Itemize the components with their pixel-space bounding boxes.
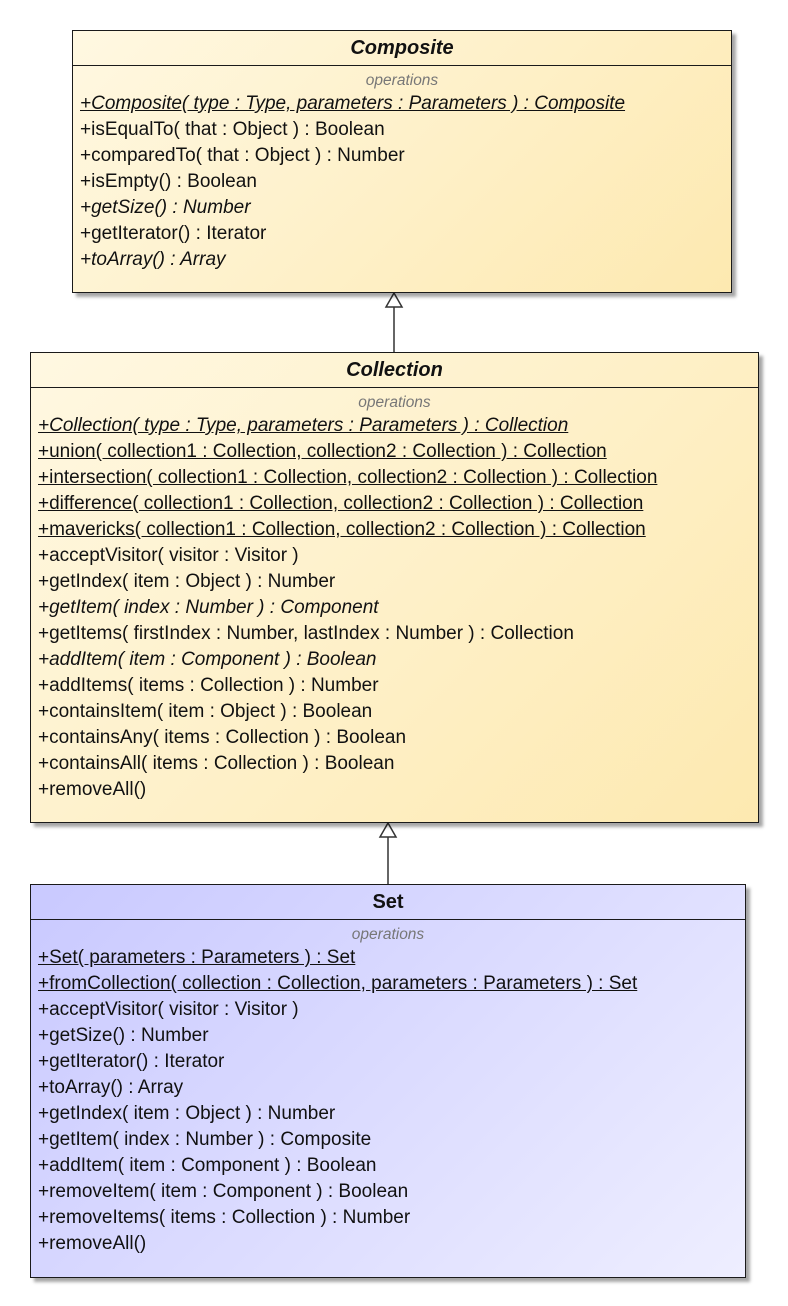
- operations-label: operations: [365, 72, 439, 89]
- operation[interactable]: +isEmpty() : Boolean: [80, 171, 257, 192]
- operation[interactable]: +containsAny( items : Collection ) : Boo…: [38, 727, 407, 748]
- inheritance-arrowhead-icon: [378, 821, 398, 838]
- operation[interactable]: +Composite( type : Type, parameters : Pa…: [80, 93, 626, 114]
- operation[interactable]: +Set( parameters : Parameters ) : Set: [38, 947, 356, 968]
- operation[interactable]: +getIndex( item : Object ) : Number: [38, 571, 336, 592]
- operations-list: +Collection( type : Type, parameters : P…: [38, 413, 751, 803]
- operation[interactable]: +getItem( index : Number ) : Composite: [38, 1129, 372, 1150]
- class-collection[interactable]: Collection operations +Collection( type …: [30, 352, 759, 823]
- operation[interactable]: +removeAll(): [38, 1233, 147, 1254]
- operation[interactable]: +comparedTo( that : Object ) : Number: [80, 145, 405, 166]
- operation[interactable]: +getIndex( item : Object ) : Number: [38, 1103, 336, 1124]
- operations-list: +Set( parameters : Parameters ) : Set +fr…: [38, 945, 738, 1257]
- generalization-set-to-collection: [378, 821, 398, 884]
- operation[interactable]: +getSize() : Number: [80, 197, 251, 218]
- operation[interactable]: +difference( collection1 : Collection, c…: [38, 493, 644, 514]
- inheritance-arrowhead-icon: [384, 291, 404, 308]
- operations-label: operations: [351, 926, 425, 943]
- operation[interactable]: +addItem( item : Component ) : Boolean: [38, 649, 377, 670]
- class-composite[interactable]: Composite operations +Composite( type : …: [72, 30, 732, 293]
- operation[interactable]: +removeItem( item : Component ) : Boolea…: [38, 1181, 409, 1202]
- operation[interactable]: +addItem( item : Component ) : Boolean: [38, 1155, 377, 1176]
- operation[interactable]: +containsAll( items : Collection ) : Boo…: [38, 753, 395, 774]
- operation[interactable]: +getItems( firstIndex : Number, lastInde…: [38, 623, 574, 644]
- operations-compartment: operations +Set( parameters : Parameters…: [31, 920, 745, 1263]
- operation[interactable]: +intersection( collection1 : Collection,…: [38, 467, 658, 488]
- operation[interactable]: +mavericks( collection1 : Collection, co…: [38, 519, 646, 540]
- class-name: Set: [31, 885, 745, 920]
- class-name: Collection: [31, 353, 758, 388]
- operation[interactable]: +removeAll(): [38, 779, 147, 800]
- operations-compartment: operations +Composite( type : Type, para…: [73, 66, 731, 279]
- operation[interactable]: +acceptVisitor( visitor : Visitor ): [38, 545, 299, 566]
- operation[interactable]: +containsItem( item : Object ) : Boolean: [38, 701, 373, 722]
- operation[interactable]: +toArray() : Array: [38, 1077, 184, 1098]
- operation[interactable]: +getIterator() : Iterator: [38, 1051, 225, 1072]
- operation[interactable]: +getSize() : Number: [38, 1025, 209, 1046]
- operation[interactable]: +union( collection1 : Collection, collec…: [38, 441, 607, 462]
- class-set[interactable]: Set operations +Set( parameters : Parame…: [30, 884, 746, 1278]
- operation[interactable]: +getItem( index : Number ) : Component: [38, 597, 379, 618]
- operation[interactable]: +toArray() : Array: [80, 249, 226, 270]
- operation[interactable]: +isEqualTo( that : Object ) : Boolean: [80, 119, 385, 140]
- operations-label: operations: [358, 394, 431, 411]
- operation[interactable]: +fromCollection( collection : Collection…: [38, 973, 638, 994]
- class-name: Composite: [73, 31, 731, 66]
- operation[interactable]: +acceptVisitor( visitor : Visitor ): [38, 999, 299, 1020]
- operation[interactable]: +Collection( type : Type, parameters : P…: [38, 415, 569, 436]
- operation[interactable]: +removeItems( items : Collection ) : Num…: [38, 1207, 411, 1228]
- operation[interactable]: +addItems( items : Collection ) : Number: [38, 675, 379, 696]
- operations-compartment: operations +Collection( type : Type, par…: [31, 388, 758, 809]
- operations-list: +Composite( type : Type, parameters : Pa…: [80, 91, 724, 273]
- operation[interactable]: +getIterator() : Iterator: [80, 223, 267, 244]
- generalization-collection-to-composite: [384, 291, 404, 352]
